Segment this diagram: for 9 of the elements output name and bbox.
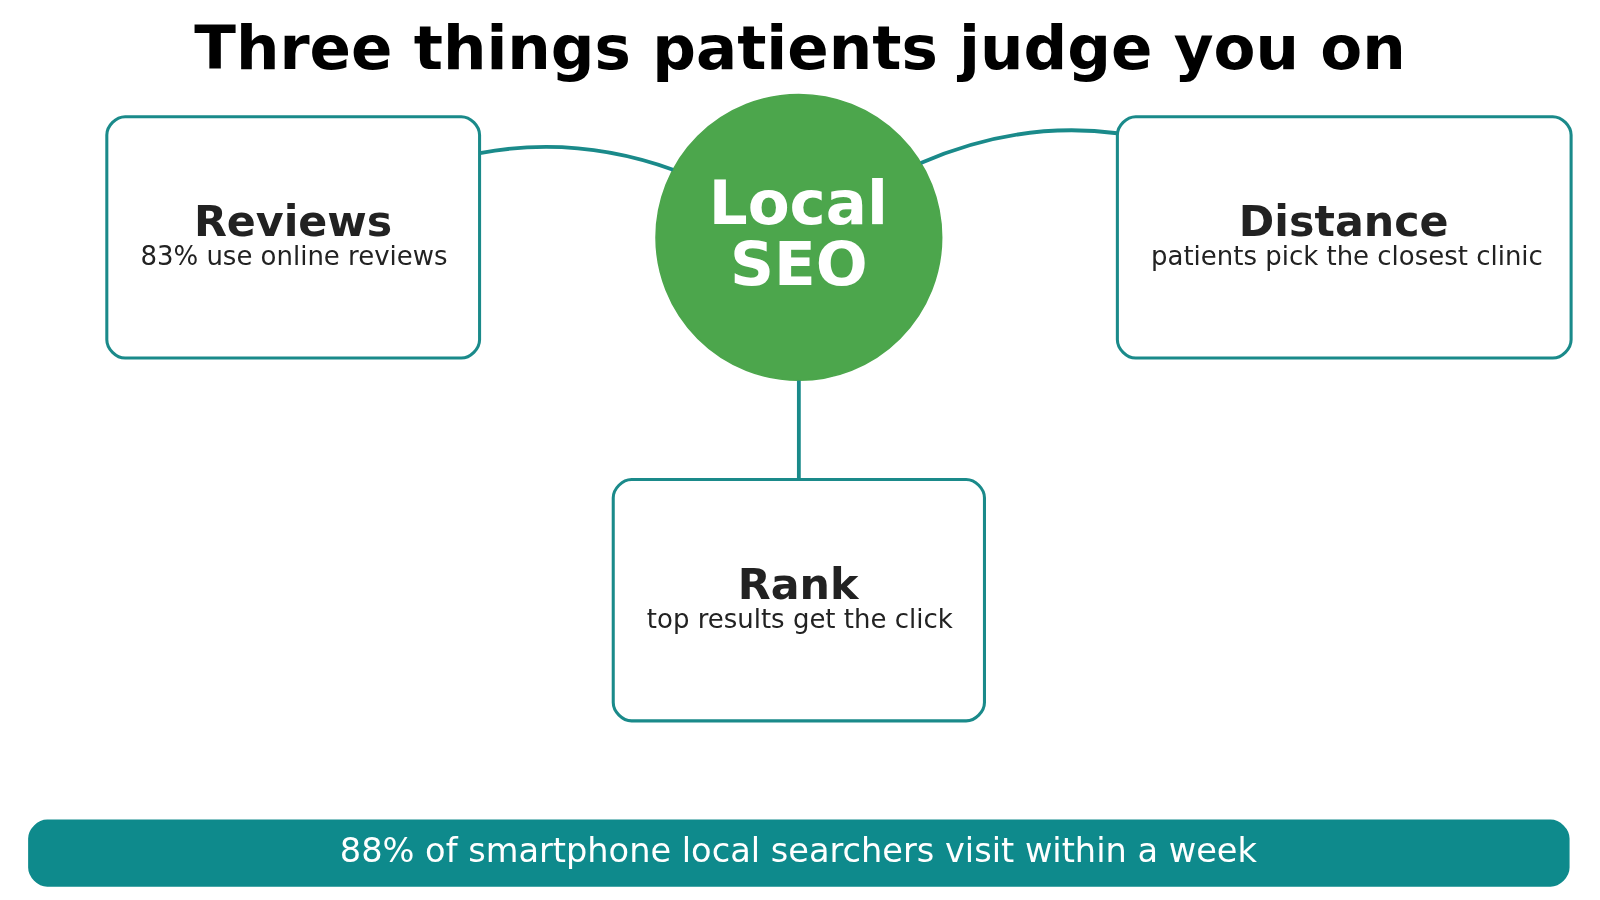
node-box: Distance patients pick the closest clinic <box>1115 114 1573 360</box>
node-box: 88% of smartphone local searchers visit within a week <box>28 818 1570 887</box>
connector <box>796 380 801 479</box>
node-box: Rank top results get the click <box>611 477 986 722</box>
connector <box>920 127 1118 165</box>
node-box: Reviews 83% use online reviews <box>105 114 482 360</box>
connector <box>479 144 674 171</box>
node-circle: Local SEO <box>655 93 943 381</box>
diagram-title: Three things patients judge you on <box>194 11 1406 83</box>
